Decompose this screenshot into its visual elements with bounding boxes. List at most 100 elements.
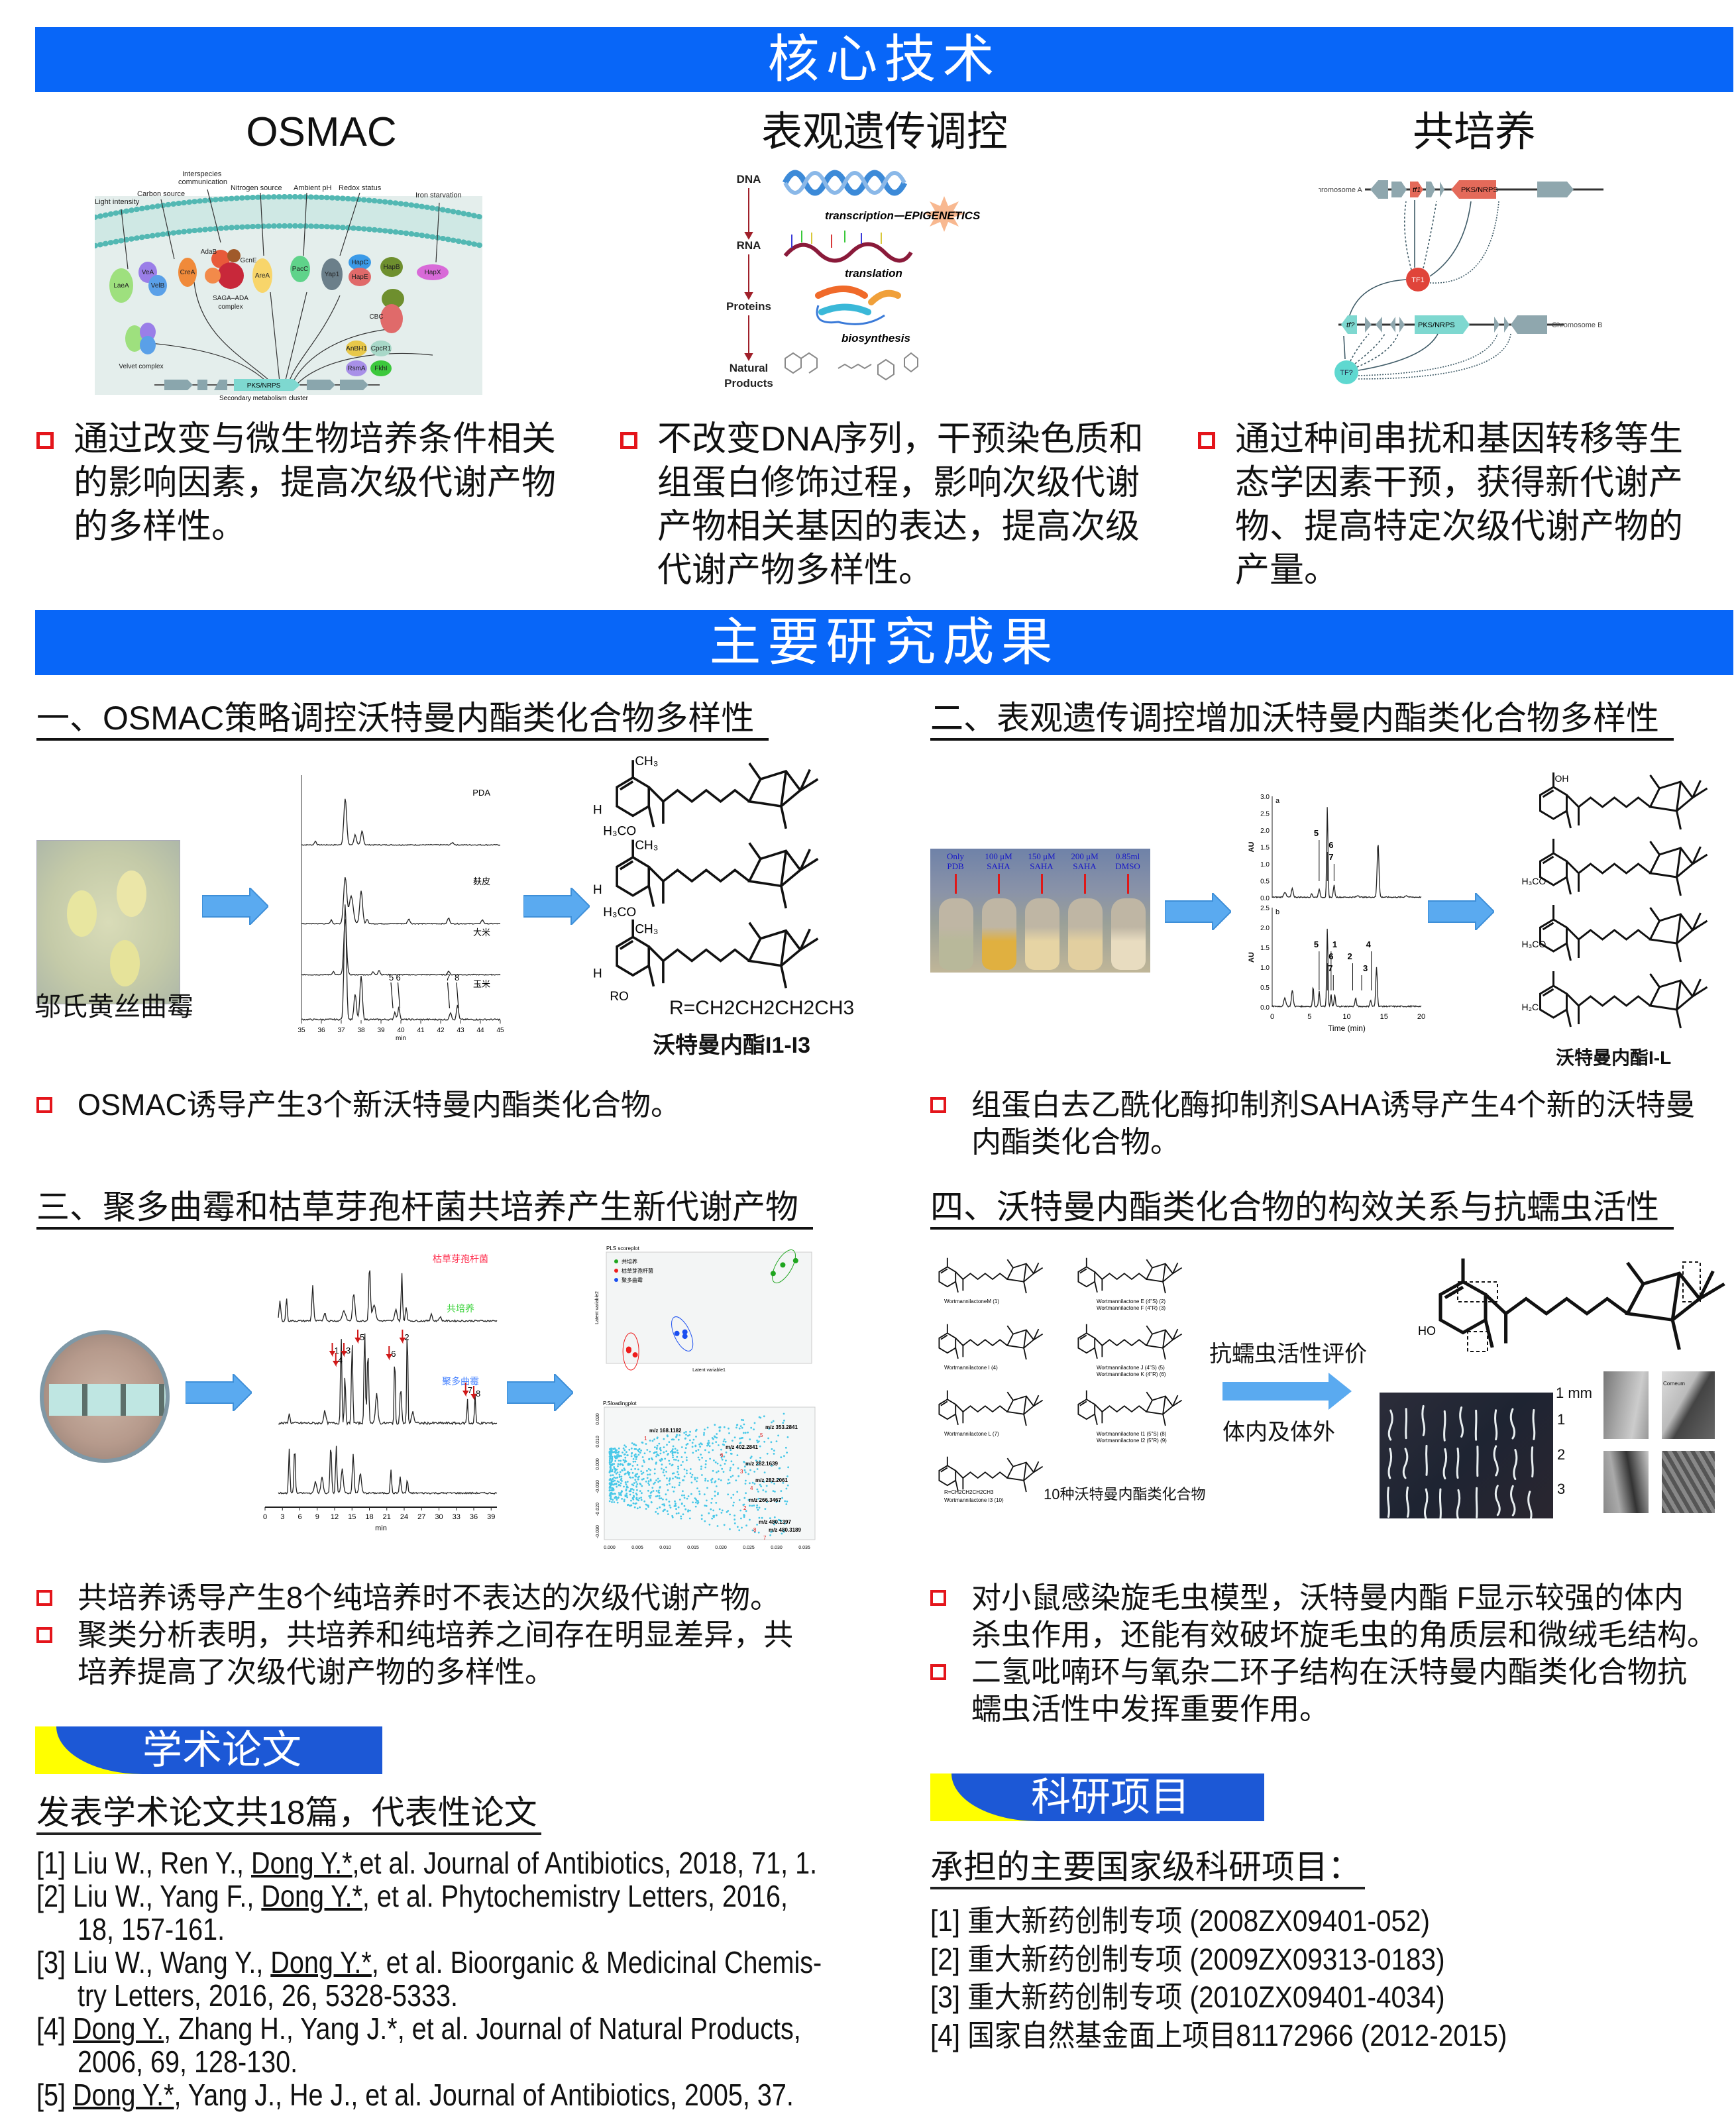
loading-point [675,1508,677,1510]
x-tick-label: 36 [317,1027,325,1034]
loading-point [612,1488,614,1491]
loading-point [700,1468,702,1470]
loading-point [665,1466,667,1469]
loading-point [759,1460,761,1462]
loading-point [609,1463,611,1465]
loading-point [617,1463,620,1465]
loading-point [756,1440,758,1442]
x-tick-label: 33 [453,1513,461,1521]
loading-point [613,1501,616,1503]
peak-marker: 7 [1328,963,1332,973]
compound-number: 4 [750,1485,753,1491]
loading-point [671,1452,674,1455]
loading-point [654,1446,656,1448]
loading-point [618,1496,620,1499]
x-tick-label: 18 [365,1513,373,1521]
worm-shapes [1387,1404,1536,1522]
loading-point [685,1431,687,1433]
loading-point [735,1426,737,1429]
loading-point [730,1460,733,1463]
loading-point [736,1491,739,1493]
loading-point [720,1479,722,1481]
loading-point [610,1451,612,1454]
worm [1494,1409,1498,1441]
loading-point [672,1438,674,1441]
chromatogram-trace [1272,928,1422,1008]
loading-point [773,1516,776,1518]
loading-point [626,1454,629,1457]
red-arrow-icon [341,1343,347,1357]
loading-point [728,1432,730,1434]
loading-point [711,1497,713,1500]
loading-point [741,1526,743,1529]
loading-point [718,1478,720,1481]
loading-point [662,1498,664,1501]
papers-tab: 学术论文 [35,1726,382,1774]
loading-point [626,1481,629,1483]
loading-point [745,1479,747,1482]
loading-point [677,1473,680,1475]
loading-point [739,1442,742,1444]
loading-point [756,1524,758,1526]
loading-point [685,1444,688,1446]
loading-point [611,1457,614,1460]
loading-point [612,1474,614,1476]
protein-vea: VeA [142,269,154,276]
loading-point [672,1454,674,1457]
worm [1423,1488,1429,1520]
protein-hapx: HapX [424,269,441,276]
red-arrow-icon [332,1353,339,1367]
epigenetics-diagram: DNA RNA Proteins Natural Products transc… [724,170,981,390]
loading-point [703,1493,706,1496]
loading-point [696,1477,698,1479]
loading-point [629,1493,631,1496]
loading-point [698,1490,700,1493]
loading-point [682,1479,685,1481]
loading-point [737,1475,740,1477]
colony [67,890,97,937]
papers-tab-title: 学术论文 [142,1728,301,1772]
loading-point [687,1510,689,1512]
svg-text:HO: HO [1418,1324,1436,1338]
loading-point [691,1442,694,1444]
x-tick-label: 0.025 [743,1546,755,1550]
loading-point [736,1526,739,1528]
loading-point [655,1451,658,1453]
loading-point [669,1505,671,1507]
loading-point [621,1491,623,1493]
loading-point [707,1480,709,1482]
loading-point [718,1508,721,1510]
section2-bullet: 组蛋白去乙酰化酶抑制剂SAHA诱导产生4个新的沃特曼内酯类化合物。 [930,1086,1696,1161]
loading-point [624,1461,626,1463]
loading-point [610,1454,612,1456]
score-point [632,1352,638,1358]
loading-point [711,1517,714,1520]
loading-point [614,1471,616,1473]
x-tick-label: 0.015 [687,1546,699,1550]
loading-point [753,1428,755,1430]
chromatogram-trace [278,1270,498,1323]
loading-point [714,1480,717,1483]
loading-point [635,1444,637,1447]
loading-point [631,1476,634,1479]
loading-point [708,1451,710,1454]
chromatogram-trace [278,1446,498,1495]
loading-point [620,1459,622,1462]
osmac-bullet: 通过改变与微生物培养条件相关的影响因素，提高次级代谢产物的多样性。 [36,417,556,549]
protein-hape: HapE [351,274,368,281]
loading-point [655,1455,657,1457]
loading-point [610,1465,612,1467]
loading-point [628,1471,631,1474]
peak-arrow [390,982,394,1009]
loading-point [705,1505,708,1507]
epigenetics-bullet: 不改变DNA序列，干预染色质和组蛋白修饰过程，影响次级代谢产物相关基因的表达，提… [620,417,1144,592]
loading-point [753,1531,756,1534]
loading-point [640,1470,643,1473]
loading-point [758,1516,761,1519]
y-tick-label: -0.010 [596,1480,600,1493]
red-arrow-icon [1127,874,1129,894]
mz-annotation: m/z 480.1397 [759,1519,791,1525]
loading-point [680,1503,683,1505]
loading-point [778,1467,781,1469]
